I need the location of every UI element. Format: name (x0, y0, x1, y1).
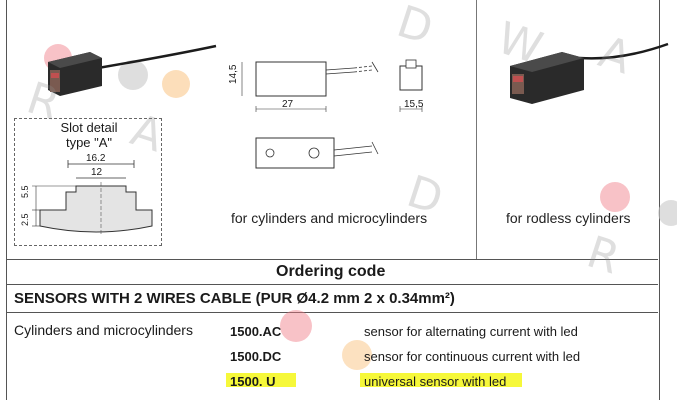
dim-height-label: 14,5 (228, 64, 239, 84)
slot-detail-title-line1: Slot detail (60, 120, 118, 135)
watermark-dot (342, 340, 372, 370)
slot-profile-drawing (32, 160, 153, 236)
slot-dim-outer: 16.2 (86, 153, 106, 164)
caption-rodless: for rodless cylinders (506, 210, 631, 226)
ordering-code: 1500.DC (230, 349, 282, 364)
slot-detail-title: Slot detail type "A" (29, 120, 149, 150)
ordering-description: sensor for alternating current with led (364, 324, 578, 339)
document-frame (6, 0, 660, 400)
sensor-photo-right (510, 42, 669, 104)
slot-dim-inner: 12 (91, 167, 103, 178)
watermark-dot (162, 70, 190, 98)
dim-length-label: 27 (282, 99, 294, 110)
ordering-description: universal sensor with led (364, 374, 507, 389)
divider-subheader (6, 312, 658, 313)
slot-detail-panel (14, 118, 162, 246)
ordering-category: Cylinders and microcylinders (14, 322, 193, 338)
ordering-subheader: SENSORS WITH 2 WIRES CABLE (PUR Ø4.2 mm … (14, 290, 455, 307)
divider-top-section (6, 259, 658, 260)
divider-header (6, 284, 658, 285)
ordering-code: 1500.AC (230, 324, 282, 339)
sensor-dimension-drawing (241, 59, 423, 169)
highlight-universal-row (226, 373, 296, 387)
slot-dim-height: 5.5 (20, 185, 30, 198)
watermark-dot (600, 182, 630, 212)
sensor-photo-left (48, 44, 217, 96)
ordering-description: sensor for continuous current with led (364, 349, 581, 364)
ordering-code-header: Ordering code (276, 263, 386, 280)
divider-vertical (476, 0, 477, 259)
dim-side-label: 15,5 (404, 99, 424, 110)
ordering-code: 1500. U (230, 374, 276, 389)
caption-cylinders: for cylinders and microcylinders (231, 210, 428, 226)
slot-detail-title-line2: type "A" (65, 135, 113, 150)
watermark-dot (118, 60, 148, 90)
watermark-dot (658, 200, 677, 226)
slot-dim-depth: 2.5 (20, 213, 30, 226)
watermark-dot (280, 310, 312, 342)
highlight-universal-desc (360, 373, 522, 387)
